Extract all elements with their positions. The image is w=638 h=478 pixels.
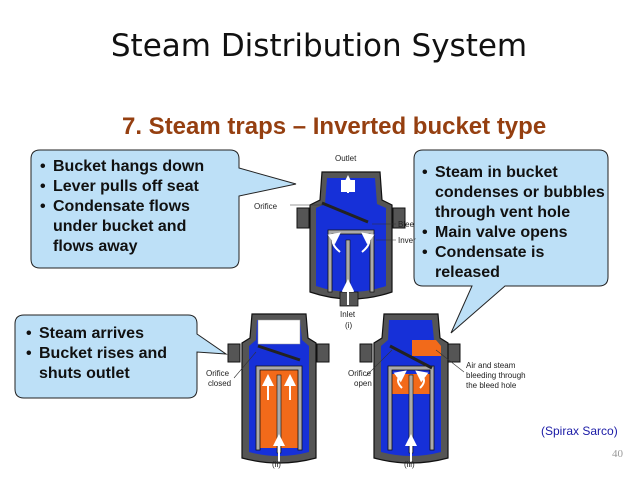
- callout-line-continuation: released: [435, 264, 500, 281]
- page-number: 40: [612, 448, 623, 460]
- callout-line-continuation: through vent hole: [435, 204, 571, 221]
- label-fig-1: (i): [345, 321, 352, 330]
- callout-line: Bucket hangs down: [40, 157, 204, 177]
- label-orifice-open-1: Orifice: [348, 369, 372, 378]
- label-fig-3: (iii): [404, 460, 415, 469]
- callout-top-right: Steam in bucket condenses or bubbles thr…: [422, 163, 605, 283]
- callout-line-continuation: condenses or bubbles: [435, 184, 605, 201]
- callout-line-continuation: flows away: [53, 238, 138, 255]
- callout-line: Condensate flows: [40, 197, 204, 217]
- label-orifice: Orifice: [254, 202, 278, 211]
- slide-subtitle: 7. Steam traps – Inverted bucket type: [122, 113, 547, 140]
- trap-figure-3: [359, 313, 465, 464]
- label-orifice-closed-1: Orifice: [206, 369, 230, 378]
- page-title: Steam Distribution System: [110, 28, 528, 64]
- label-outlet: Outlet: [335, 154, 357, 163]
- callout-bottom-left: Steam arrives Bucket rises and shuts out…: [26, 324, 167, 384]
- callout-line: Steam arrives: [26, 324, 167, 344]
- callout-line-continuation: shuts outlet: [39, 365, 130, 382]
- label-orifice-closed-2: closed: [208, 379, 231, 388]
- callout-line: Condensate is: [422, 243, 605, 263]
- callout-line: Lever pulls off seat: [40, 177, 204, 197]
- trap-figure-1: [290, 171, 406, 307]
- trap-figure-2: [227, 313, 330, 464]
- label-fig-2: (ii): [272, 460, 281, 469]
- label-air-steam-1: Air and steam: [466, 361, 516, 370]
- callout-line: Steam in bucket: [422, 163, 605, 183]
- label-bleed: Blee: [398, 220, 415, 229]
- label-air-steam-3: the bleed hole: [466, 381, 517, 390]
- callout-line-continuation: under bucket and: [53, 218, 187, 235]
- source-credit: (Spirax Sarco): [541, 424, 618, 438]
- label-air-steam-2: bleeding through: [466, 371, 526, 380]
- label-orifice-open-2: open: [354, 379, 372, 388]
- label-inverted: Inver: [398, 236, 416, 245]
- callout-line: Main valve opens: [422, 223, 605, 243]
- label-inlet: Inlet: [340, 310, 356, 319]
- callout-line: Bucket rises and: [26, 344, 167, 364]
- callout-top-left: Bucket hangs down Lever pulls off seat C…: [40, 157, 204, 257]
